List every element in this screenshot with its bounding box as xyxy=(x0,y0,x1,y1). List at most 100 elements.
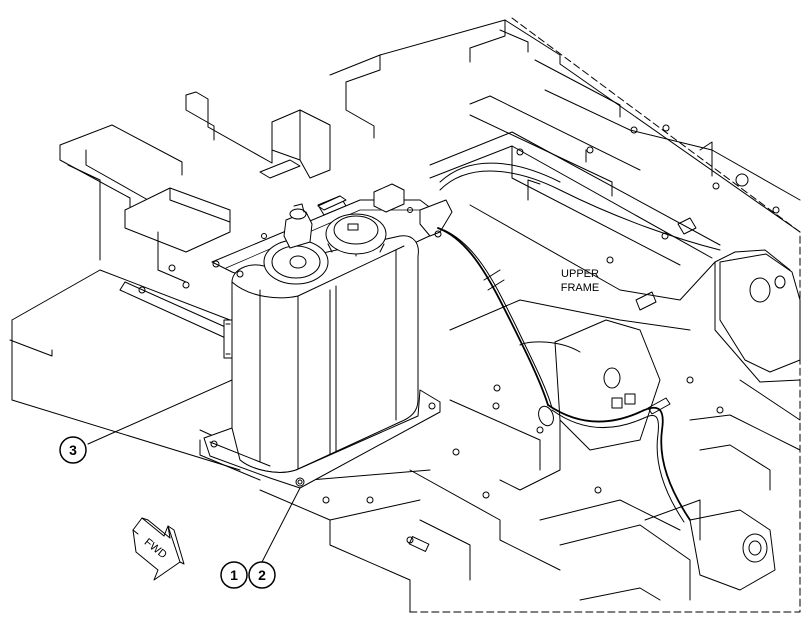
mid-bracket-slot-1 xyxy=(611,397,623,409)
mid-lower-edge xyxy=(499,419,561,491)
frame-tab xyxy=(635,291,657,311)
boom-foot-plate xyxy=(719,253,801,373)
frame-top-tab xyxy=(499,29,529,53)
frame-top-rail xyxy=(534,59,621,118)
boom-foot-small-hole xyxy=(774,275,786,289)
deck-left-lip xyxy=(9,339,53,357)
bracket-far xyxy=(699,141,713,177)
bolt xyxy=(536,426,544,434)
lower-right-housing xyxy=(689,509,776,591)
right-structure-top xyxy=(469,204,801,301)
callout-1-number: 1 xyxy=(230,567,238,583)
bolt xyxy=(686,376,694,384)
bolt xyxy=(661,232,669,240)
top-plate-bolt xyxy=(212,260,220,268)
frame-left-arm-3 xyxy=(85,149,149,201)
tank-mount-brackets xyxy=(124,109,347,283)
sight-gauge xyxy=(223,319,233,359)
bolt xyxy=(516,148,524,156)
boom-foot-pin-hole xyxy=(749,277,771,303)
bolt xyxy=(772,206,780,214)
frame-left-post xyxy=(67,164,101,261)
frame-bolts xyxy=(138,124,780,544)
bolt xyxy=(406,536,414,544)
callout-2-number: 2 xyxy=(258,567,266,583)
breather-valve xyxy=(283,211,313,249)
top-plate-bolt xyxy=(261,233,267,239)
upper-frame xyxy=(9,17,801,613)
hose-2-outer xyxy=(439,162,561,183)
base-plate-lip xyxy=(209,441,271,467)
frame-left-arm xyxy=(59,124,183,176)
rear-bracket xyxy=(271,109,331,179)
hose-clip xyxy=(483,269,505,291)
left-lower-lip xyxy=(199,439,261,481)
frame-right-top-edge xyxy=(504,19,801,233)
lower-slot xyxy=(408,536,430,552)
bolt xyxy=(492,402,500,410)
bolt xyxy=(322,496,330,504)
callout-1-2: 1 2 xyxy=(220,487,301,589)
beam-center-side xyxy=(511,145,681,266)
mount-bolt-2 xyxy=(428,402,436,410)
bolt xyxy=(606,256,614,264)
lower-right-bracket xyxy=(644,499,701,541)
upper-frame-label-line1: UPPER xyxy=(561,268,599,280)
right-lower-edge-3 xyxy=(699,444,771,491)
callout-3-leader xyxy=(87,379,233,445)
tank-base-plate xyxy=(203,389,441,489)
hose-branch xyxy=(519,341,581,353)
hose-clamp xyxy=(538,405,554,427)
base-plate-front xyxy=(259,489,421,521)
beam-rear xyxy=(469,114,613,197)
top-plate-tab xyxy=(317,195,347,211)
mid-bracket-hole xyxy=(603,367,621,389)
lower-right-pin-inner xyxy=(748,540,762,556)
mount-bolt-3 xyxy=(210,440,218,448)
callout-2-circle xyxy=(248,561,276,589)
tank-top-rim xyxy=(231,245,405,299)
lower-deck-edge xyxy=(539,499,681,531)
bolt xyxy=(594,486,602,494)
callout-3-circle xyxy=(59,436,87,464)
left-bracket xyxy=(124,187,231,253)
frame-left-bracket-2 xyxy=(185,94,215,141)
breather-cap xyxy=(289,208,307,220)
beam-rear-top xyxy=(469,95,641,171)
bolt xyxy=(482,491,490,499)
frame-tab xyxy=(677,217,697,235)
hydraulic-hoses xyxy=(437,162,721,523)
bolt xyxy=(168,264,176,272)
frame-top-edge xyxy=(379,19,506,63)
beam-far xyxy=(544,89,801,201)
upper-frame-label-line2: FRAME xyxy=(561,282,600,294)
frame-left-arm-2 xyxy=(59,144,131,216)
mount-bolt-inner xyxy=(297,479,303,485)
top-plate-bolt xyxy=(407,207,413,213)
mid-bracket-slot-2 xyxy=(624,393,636,405)
right-boom-mount xyxy=(714,261,801,383)
bolt xyxy=(452,448,460,456)
breather-top xyxy=(293,203,305,213)
hose-1 xyxy=(437,227,549,406)
mid-structure-top xyxy=(449,299,691,331)
mount-bolt xyxy=(295,477,305,487)
left-bracket-edge xyxy=(169,187,231,223)
bolt xyxy=(630,126,638,134)
base-plate-side xyxy=(329,519,411,613)
bolt xyxy=(662,124,670,132)
deck-left-edge xyxy=(11,269,231,321)
upper-frame-label: UPPER FRAME xyxy=(561,268,600,294)
deck-rail-1 xyxy=(119,289,231,341)
frame-upper-rail xyxy=(329,54,381,139)
filler-cap-center xyxy=(289,255,307,269)
fwd-arrow-3d-edge xyxy=(132,517,185,565)
bolt xyxy=(586,146,594,154)
bolt xyxy=(182,281,190,289)
hose-fitting xyxy=(647,397,671,415)
bolt xyxy=(712,182,720,190)
beam-center-top xyxy=(429,131,721,246)
sight-gauge-marks xyxy=(225,323,231,355)
